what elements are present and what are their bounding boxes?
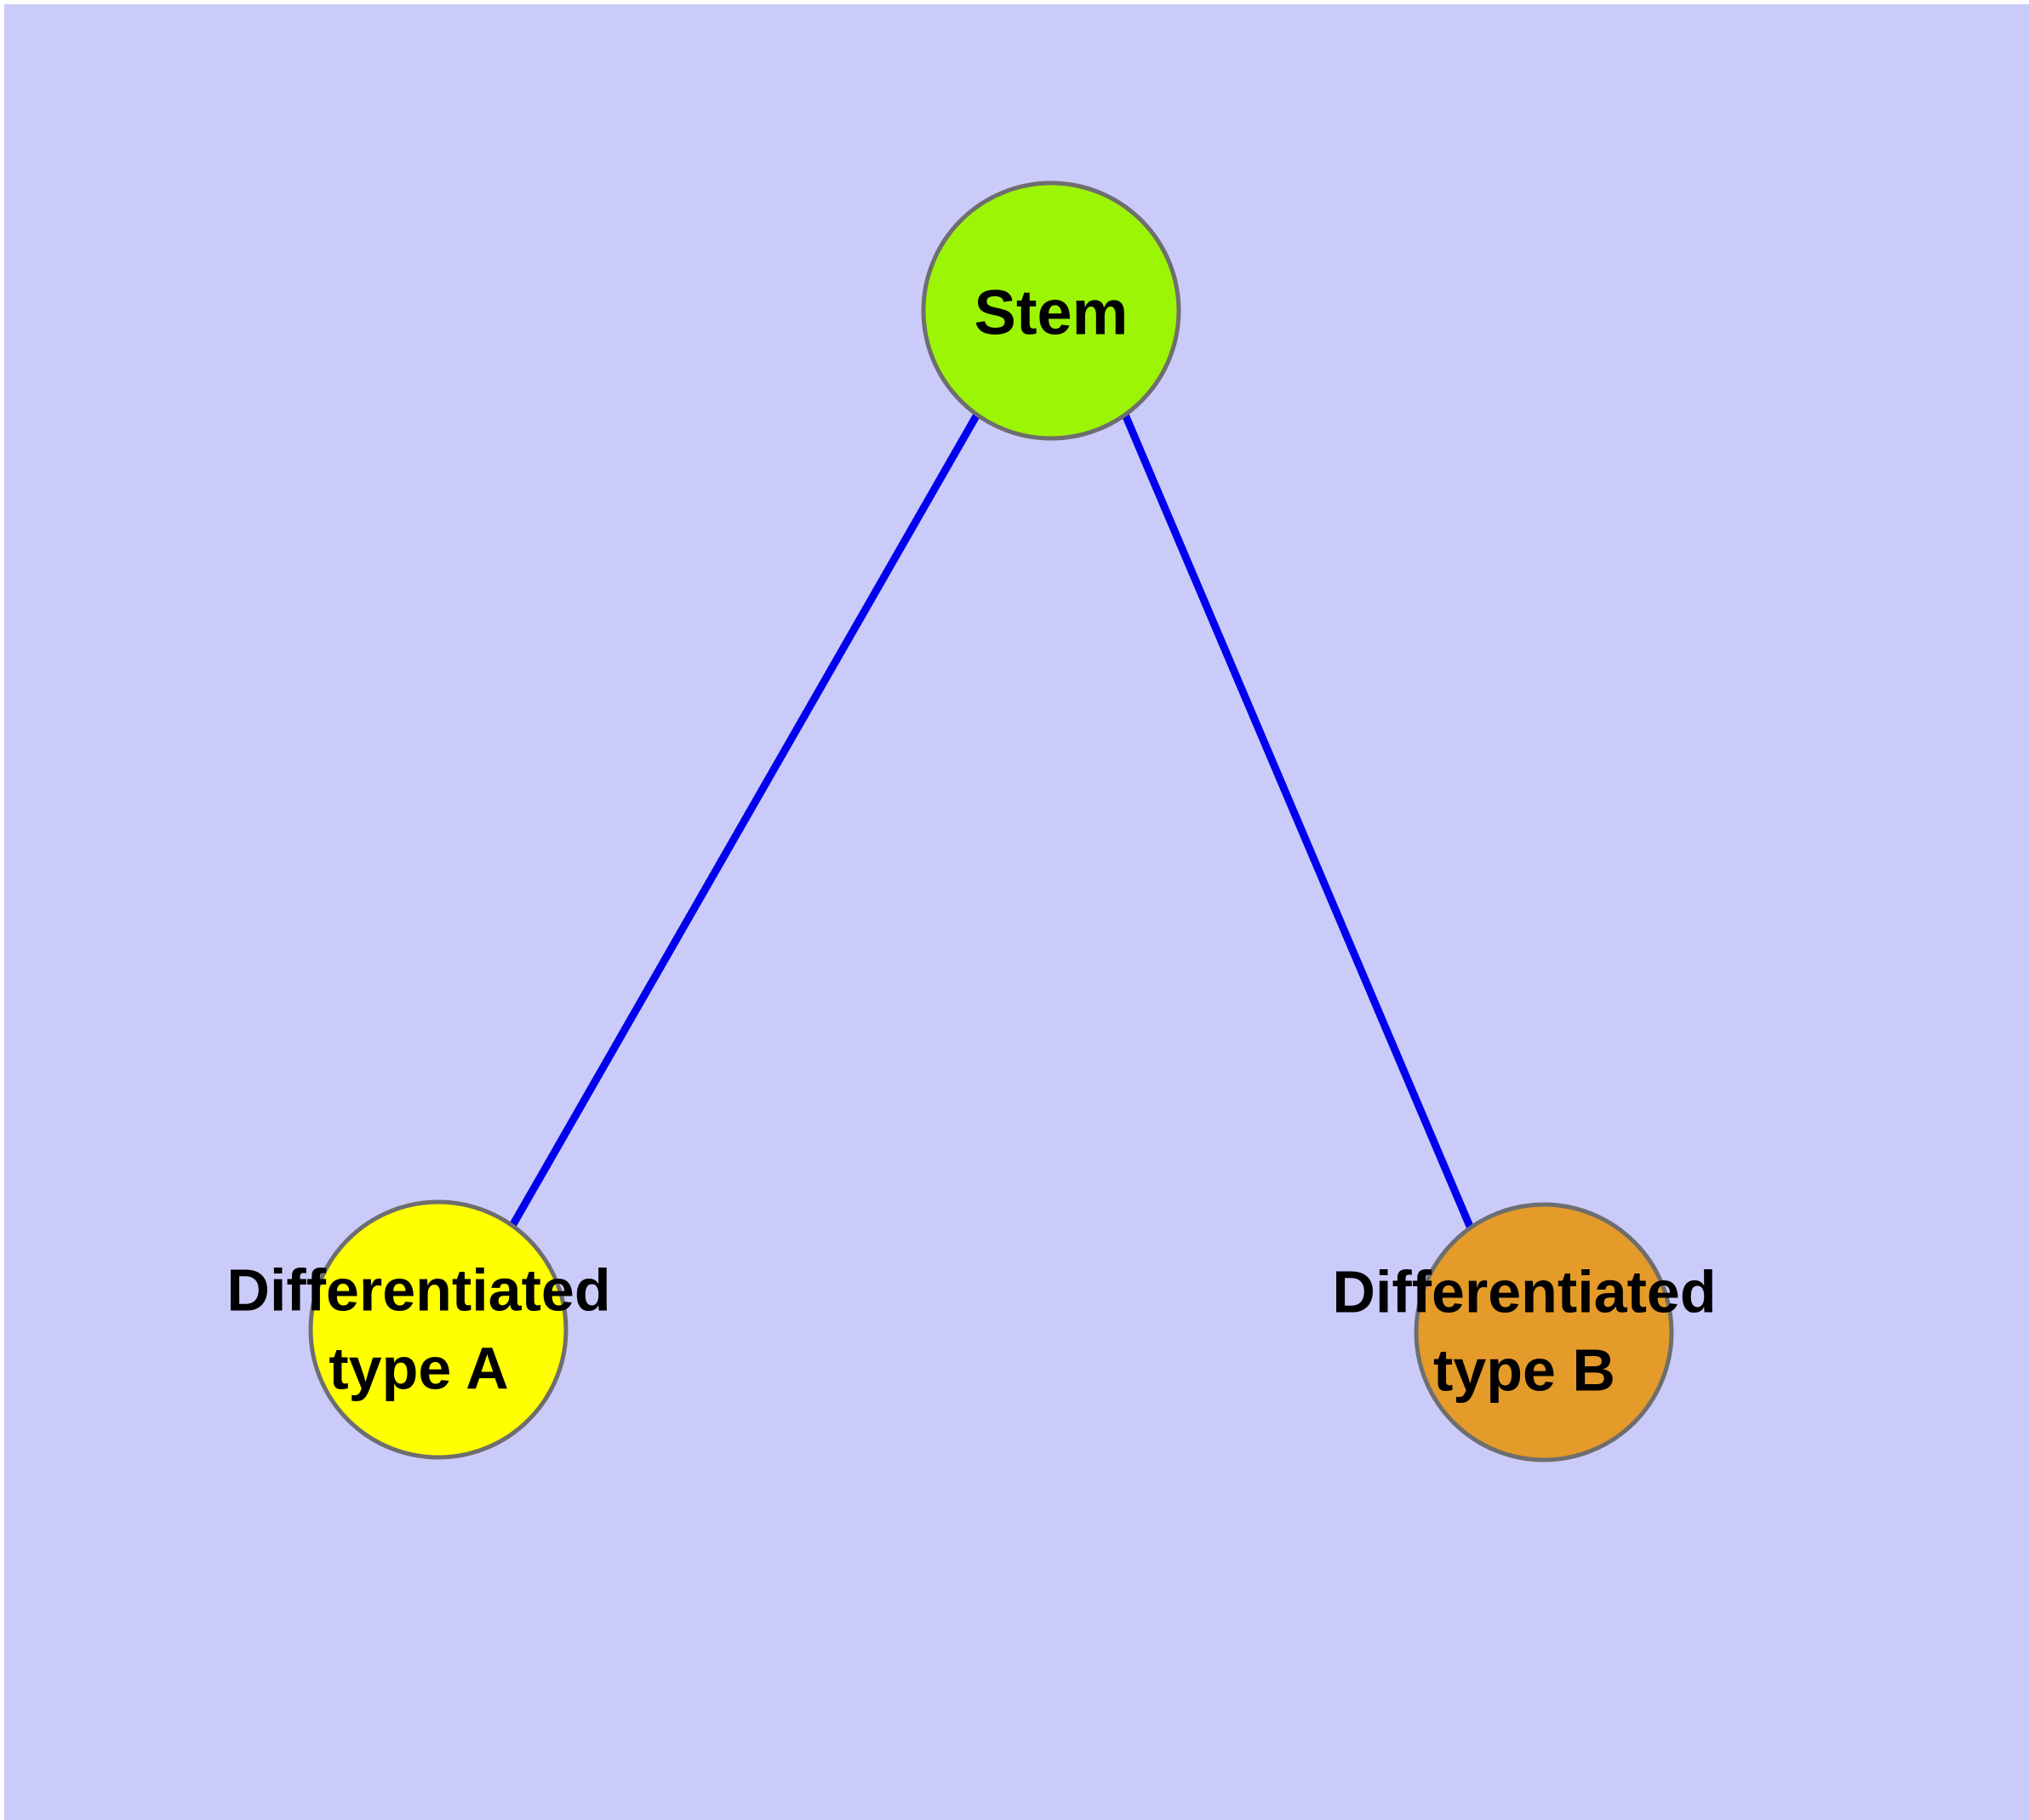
node-differentiated-type-b-label-line2: type B: [1433, 1336, 1615, 1403]
node-stem-label: Stem: [974, 278, 1129, 348]
diagram-plot-area: Stem Differentiated type A Differentiate…: [4, 4, 2029, 1820]
graph-svg: Stem Differentiated type A Differentiate…: [226, 180, 1717, 1462]
label-layer: Stem Differentiated type A Differentiate…: [226, 278, 1716, 1404]
node-differentiated-type-a-label-line2: type A: [329, 1335, 508, 1401]
node-differentiated-type-a-label-line1: Differentiated: [226, 1256, 610, 1323]
node-layer: [308, 180, 1674, 1462]
node-differentiated-type-a-circle[interactable]: [308, 1199, 569, 1460]
edge-stem-to-differentiated-type-b[interactable]: [1121, 413, 1475, 1230]
edge-stem-to-differentiated-type-a[interactable]: [509, 412, 980, 1228]
node-stem-circle[interactable]: [921, 180, 1181, 441]
node-differentiated-type-b-circle[interactable]: [1414, 1202, 1674, 1462]
node-differentiated-type-b-label-line1: Differentiated: [1332, 1258, 1716, 1325]
edge-layer: [509, 412, 1475, 1230]
